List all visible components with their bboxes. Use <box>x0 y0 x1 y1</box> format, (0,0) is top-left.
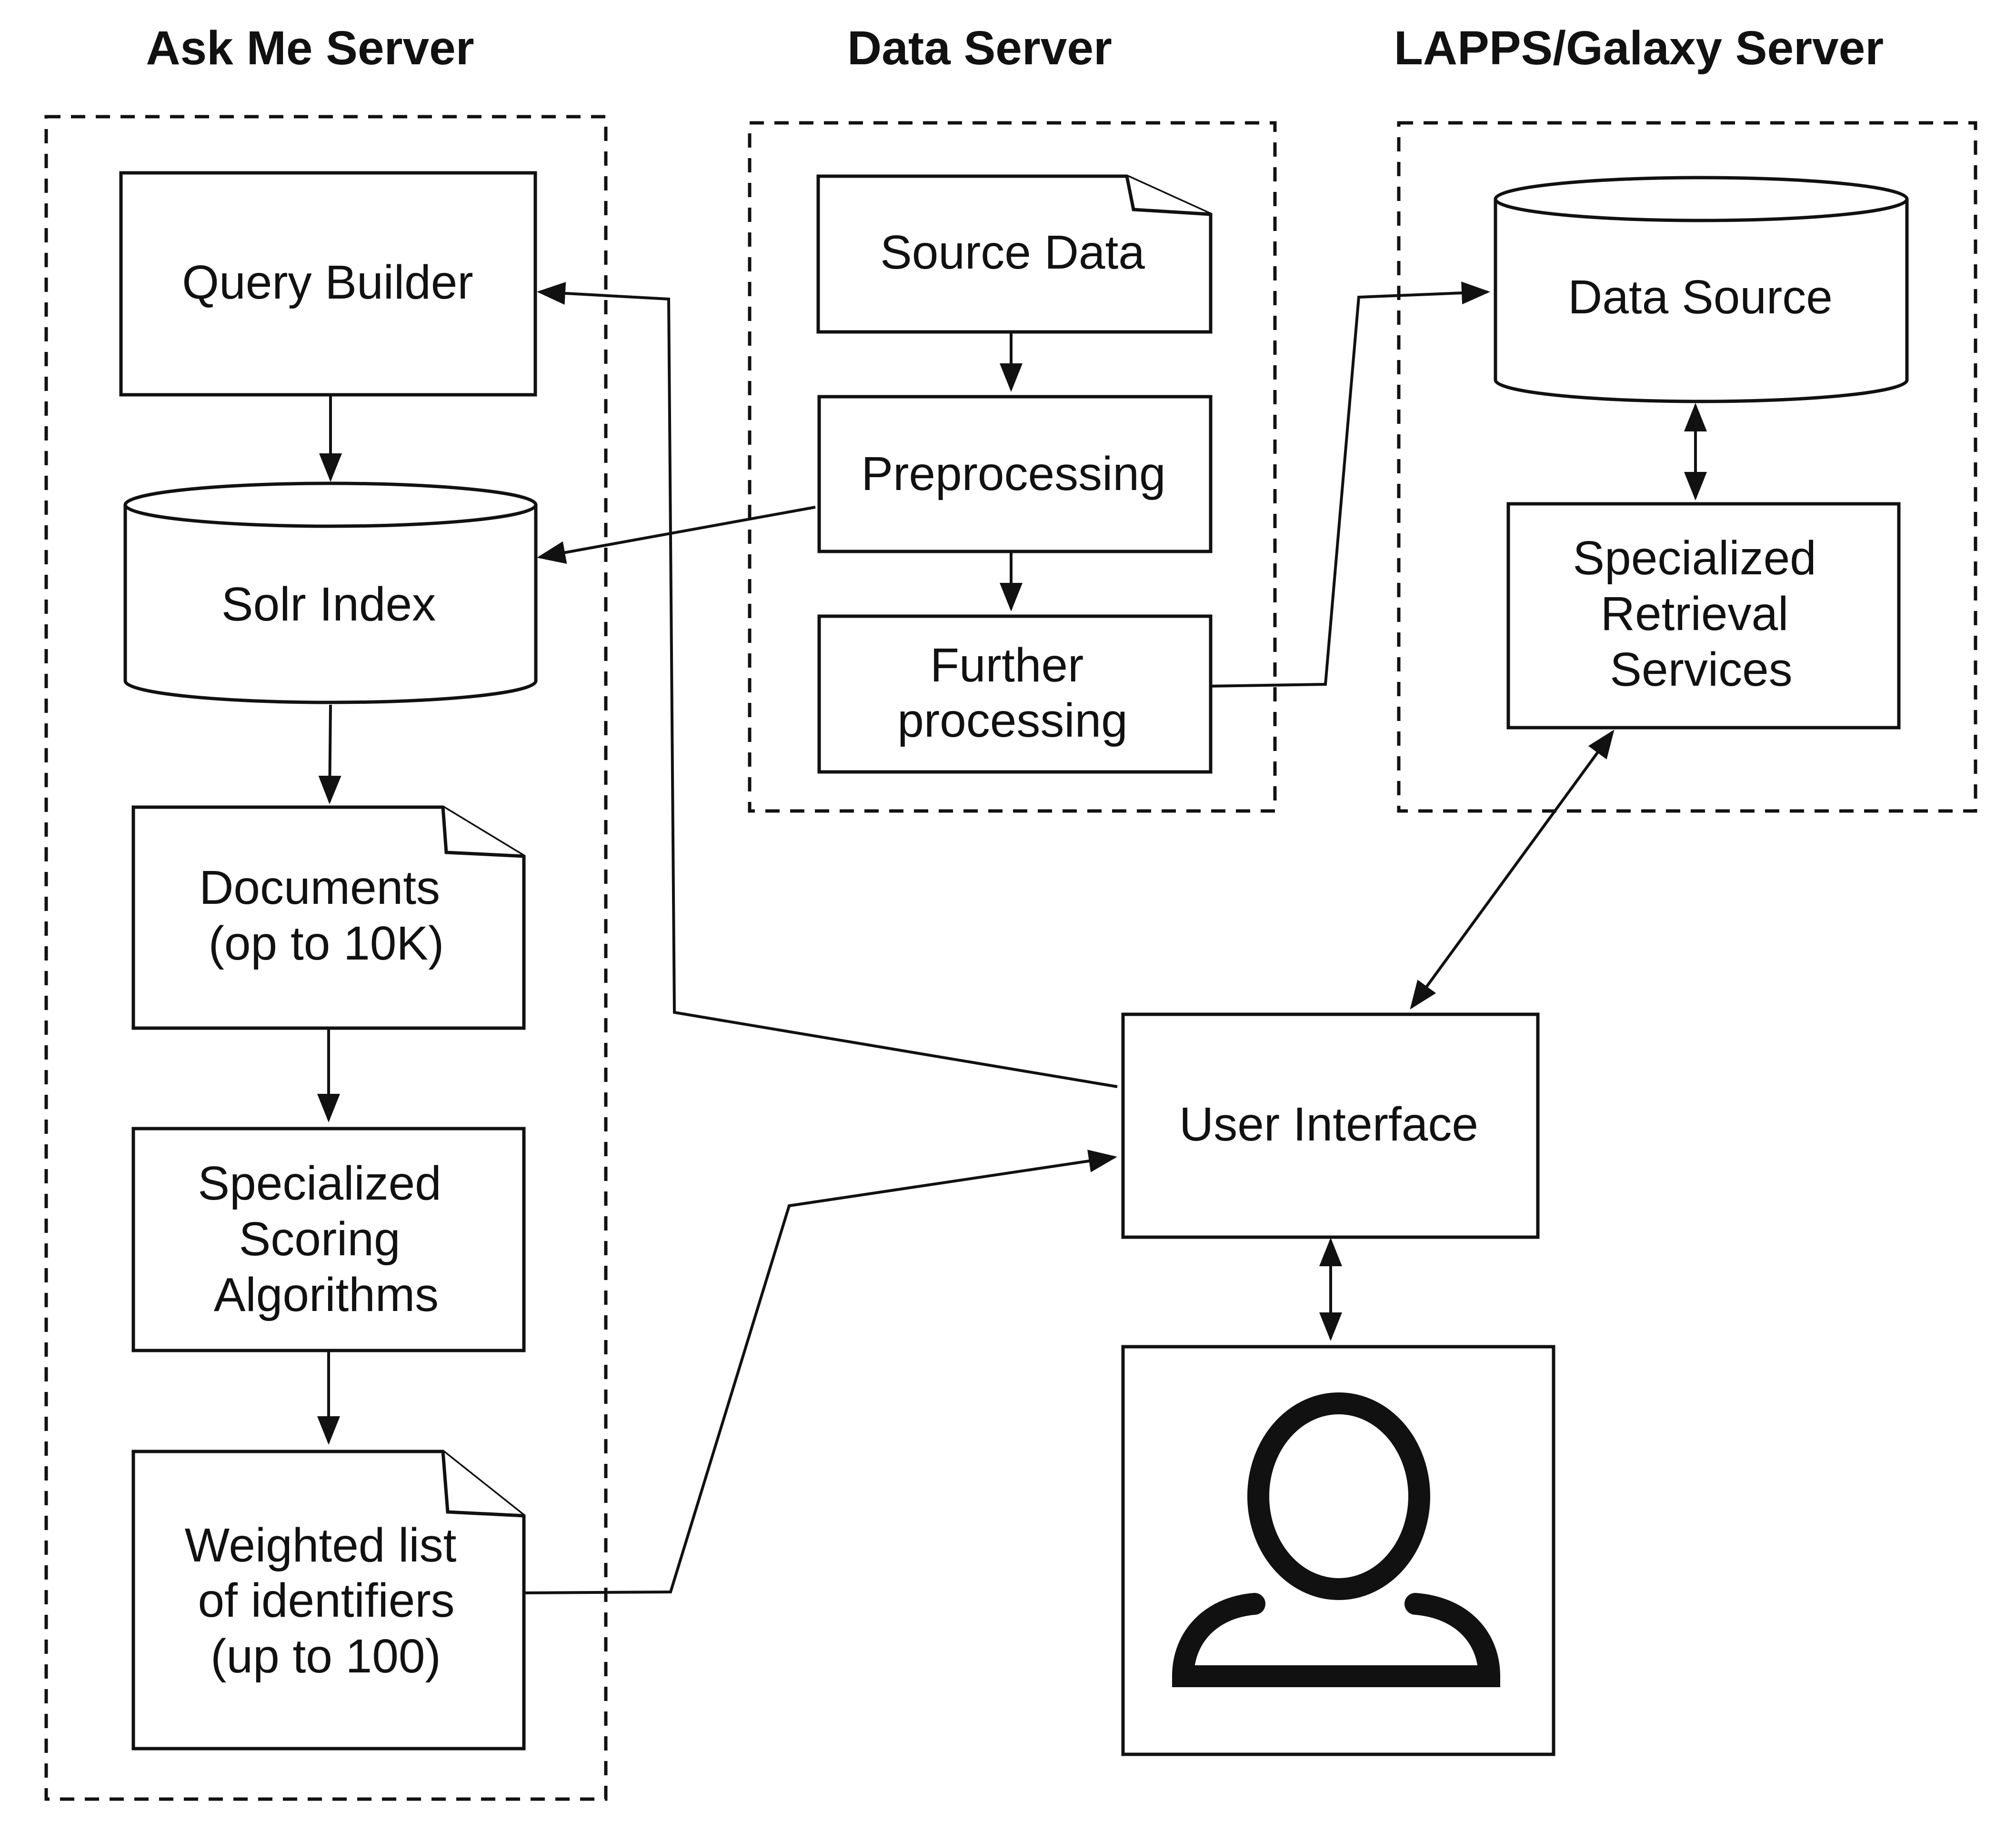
node-further-processing: Further processing <box>817 614 1213 774</box>
node-weighted-list-of-identifiers: Weighted list of identifiers (up to 100) <box>131 1450 526 1751</box>
edge-user-interface-to-query-builder <box>537 282 1118 1088</box>
edge-retrieval-user-interface <box>1410 730 1615 1010</box>
node-query-builder: Query Builder <box>119 171 537 397</box>
group-data-server: Data Server <box>748 21 1277 813</box>
node-label: Further processing <box>897 639 1128 747</box>
node-label: Source Data <box>880 226 1145 279</box>
node-documents: Documents (op to 10K) <box>131 805 526 1030</box>
node-solr-index: Solr Index <box>123 481 538 704</box>
node-label: User Interface <box>1179 1098 1478 1151</box>
node-preprocessing: Preprocessing <box>817 395 1213 553</box>
node-user <box>1121 1345 1555 1756</box>
edge-solr-index-to-documents <box>318 704 341 804</box>
node-label: Specialized Scoring Algorithms <box>198 1157 454 1321</box>
edge-preprocessing-to-solr-index <box>537 506 816 564</box>
node-specialized-scoring-algorithms: Specialized Scoring Algorithms <box>131 1127 526 1352</box>
node-data-source: Data Source <box>1494 176 1909 403</box>
node-label: Documents (op to 10K) <box>199 861 453 970</box>
user-icon <box>1172 1392 1501 1687</box>
node-label: Query Builder <box>182 256 473 309</box>
node-label: Weighted list of identifiers (up to 100) <box>185 1519 470 1683</box>
group-ask-me-server: Ask Me Server <box>44 21 608 1801</box>
group-title-data-server: Data Server <box>847 21 1112 75</box>
node-label: Specialized Retrieval Services <box>1573 531 1829 696</box>
node-user-interface: User Interface <box>1121 1012 1540 1239</box>
edges <box>317 281 1707 1594</box>
group-lapps-galaxy-server: LAPPS/Galaxy Server <box>1394 21 1977 813</box>
group-title-lapps-galaxy-server: LAPPS/Galaxy Server <box>1394 21 1884 75</box>
edge-weighted-list-to-user-interface <box>522 1150 1117 1594</box>
node-source-data: Source Data <box>816 174 1213 334</box>
node-label: Preprocessing <box>861 447 1165 500</box>
node-label: Data Source <box>1568 270 1833 324</box>
node-label: Solr Index <box>221 578 436 631</box>
edge-further-processing-to-data-source <box>1206 281 1490 688</box>
group-title-ask-me-server: Ask Me Server <box>146 21 474 75</box>
node-specialized-retrieval-services: Specialized Retrieval Services <box>1506 502 1901 730</box>
